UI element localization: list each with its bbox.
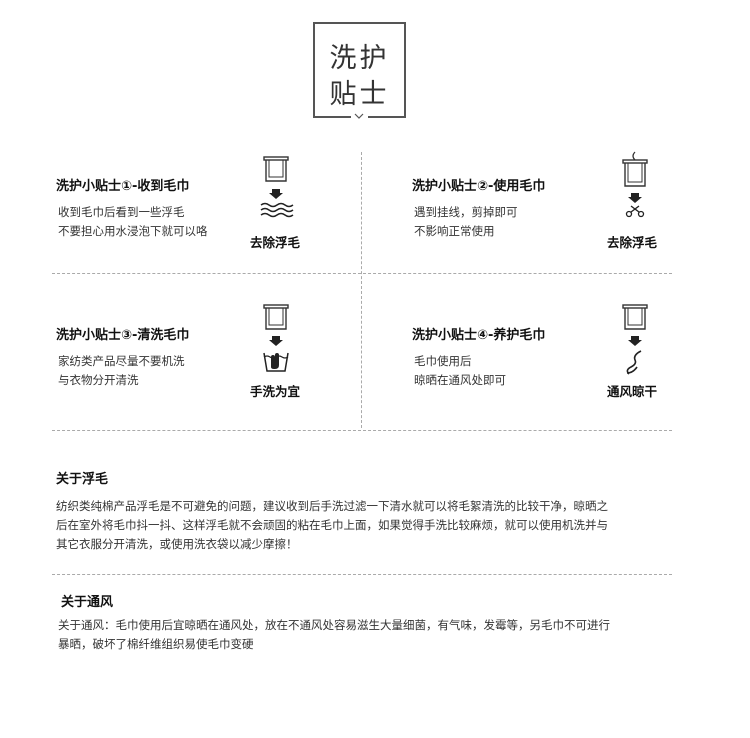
towel-scissors-icon [622, 151, 648, 218]
section-line: 暴晒，破坏了棉纤维组织易使毛巾变硬 [58, 637, 254, 651]
towel-handwash-icon [263, 304, 289, 372]
tip-title: 洗护小贴士③-清洗毛巾 [56, 328, 190, 343]
towel-airdry-icon [622, 304, 648, 375]
tip-desc-line: 不影响正常使用 [414, 224, 495, 238]
section-line: 后在室外将毛巾抖一抖、这样浮毛就不会顽固的粘在毛巾上面，如果觉得手洗比较麻烦，就… [56, 518, 608, 532]
tip-title: 洗护小贴士②-使用毛巾 [412, 179, 546, 194]
tip-desc-line: 毛巾使用后 [414, 354, 472, 368]
horizontal-divider [52, 273, 672, 274]
tip-desc-line: 与衣物分开清洗 [58, 373, 139, 387]
chevron-down-icon [354, 113, 364, 119]
section-line: 关于通风：毛巾使用后宜晾晒在通风处，放在不通风处容易滋生大量细菌，有气味，发霉等… [58, 618, 610, 632]
tip-desc-line: 家纺类产品尽量不要机洗 [58, 354, 185, 368]
section-body: 关于通风：毛巾使用后宜晾晒在通风处，放在不通风处容易滋生大量细菌，有气味，发霉等… [58, 616, 698, 654]
tip-icon-label: 通风晾干 [607, 384, 658, 399]
tip-icon-label: 去除浮毛 [607, 235, 658, 250]
title-badge: 洗护 贴士 [313, 22, 406, 119]
page-title-line2: 贴士 [329, 79, 390, 110]
page-title-line1: 洗护 [329, 43, 390, 74]
horizontal-divider [52, 430, 672, 431]
towel-water-icon [260, 156, 294, 218]
tip-icon-label: 手洗为宜 [250, 384, 301, 399]
tip-icon-label: 去除浮毛 [250, 235, 301, 250]
tip-desc-line: 收到毛巾后看到一些浮毛 [58, 205, 185, 219]
horizontal-divider [52, 574, 672, 575]
section-title: 关于浮毛 [56, 472, 109, 487]
tip-desc-line: 晾晒在通风处即可 [414, 373, 506, 387]
section-line: 其它衣服分开清洗，或使用洗衣袋以减少摩擦！ [56, 537, 298, 551]
tip-title: 洗护小贴士④-养护毛巾 [412, 328, 546, 343]
tip-title: 洗护小贴士①-收到毛巾 [56, 179, 190, 194]
section-body: 纺织类纯棉产品浮毛是不可避免的问题，建议收到后手洗过滤一下清水就可以将毛絮清洗的… [56, 497, 696, 554]
tip-desc-line: 遇到挂线，剪掉即可 [414, 205, 518, 219]
vertical-divider [361, 152, 362, 428]
section-line: 纺织类纯棉产品浮毛是不可避免的问题，建议收到后手洗过滤一下清水就可以将毛絮清洗的… [56, 499, 608, 513]
section-title: 关于通风 [61, 595, 114, 610]
tip-desc-line: 不要担心用水浸泡下就可以咯 [58, 224, 208, 238]
